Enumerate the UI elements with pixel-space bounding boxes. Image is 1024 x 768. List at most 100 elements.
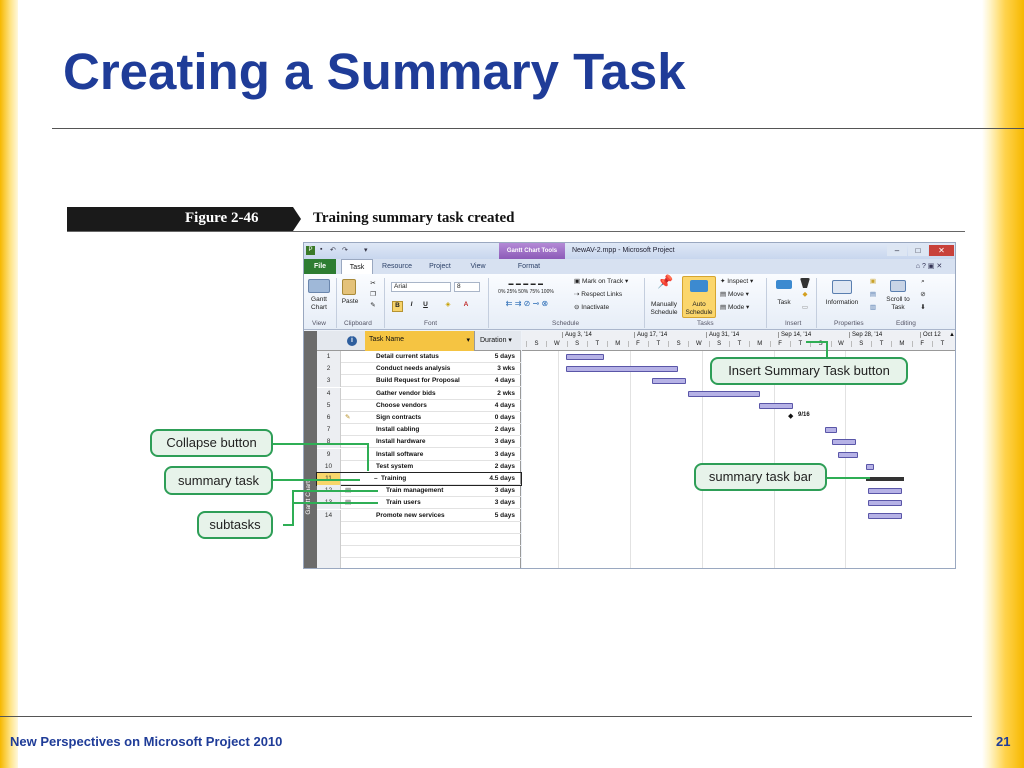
tab-task[interactable]: Task — [341, 259, 373, 274]
underline-button[interactable]: U — [423, 301, 428, 308]
duration-cell[interactable]: 4 days — [494, 377, 515, 385]
deliverable-icon[interactable]: ▭ — [801, 304, 809, 311]
task-bar[interactable] — [868, 512, 902, 519]
bold-button[interactable]: B — [392, 301, 403, 312]
task-bar[interactable] — [868, 500, 902, 507]
empty-row[interactable] — [317, 558, 521, 568]
inactivate-button[interactable]: ⊖ Inactivate — [574, 304, 610, 311]
task-name-cell[interactable]: Choose vendors — [376, 401, 427, 409]
font-size-select[interactable]: 8 — [454, 282, 480, 292]
italic-button[interactable]: I — [410, 301, 413, 308]
task-name-cell[interactable]: Gather vendor bids — [376, 389, 436, 397]
scroll-to-task-button[interactable]: Scroll to Task — [886, 296, 910, 311]
notes-icon[interactable]: ▣ — [869, 278, 877, 285]
clear-icon[interactable]: ⊘ — [920, 291, 926, 298]
empty-row[interactable] — [317, 546, 521, 559]
customize-icon[interactable]: ▾ — [364, 247, 368, 254]
task-bar[interactable] — [652, 378, 686, 385]
highlight-icon[interactable]: ◈ — [445, 301, 451, 308]
font-color-icon[interactable]: A — [463, 301, 469, 308]
task-name-cell[interactable]: Install software — [376, 450, 424, 458]
duration-cell[interactable]: 3 days — [494, 438, 515, 446]
font-name-select[interactable]: Arial — [391, 282, 451, 292]
find-icon[interactable]: ⌕ — [921, 278, 925, 285]
fill-icon[interactable]: ⬇ — [920, 304, 926, 311]
manually-schedule-button[interactable]: Manually Schedule — [650, 301, 678, 316]
task-name-cell[interactable]: Conduct needs analysis — [376, 365, 451, 373]
paste-button[interactable]: Paste — [341, 298, 359, 305]
task-name-cell[interactable]: Test system — [376, 462, 414, 470]
task-name-cell[interactable]: Training — [381, 475, 407, 482]
duration-cell[interactable]: 0 days — [494, 414, 515, 421]
task-name-cell[interactable]: Promote new services — [376, 511, 445, 519]
task-bar[interactable] — [825, 427, 837, 434]
duration-cell[interactable]: 3 days — [494, 487, 515, 495]
duration-cell[interactable]: 5 days — [494, 353, 515, 360]
maximize-icon[interactable]: □ — [908, 245, 928, 256]
task-bar[interactable] — [566, 354, 604, 360]
save-icon[interactable]: ▪ — [320, 246, 323, 253]
inspect-button[interactable]: ✦ Inspect ▾ — [720, 278, 754, 285]
task-bar[interactable] — [832, 439, 856, 446]
empty-row[interactable] — [317, 534, 521, 546]
duration-cell[interactable]: 3 wks — [497, 365, 515, 373]
collapse-icon[interactable]: – — [374, 475, 378, 482]
milestone-icon[interactable]: ◆ — [788, 413, 794, 420]
tab-file[interactable]: File — [304, 259, 336, 274]
respect-links-button[interactable]: ⇢ Respect Links — [574, 291, 623, 298]
duration-cell[interactable]: 3 days — [494, 450, 515, 458]
task-bar[interactable] — [838, 451, 858, 458]
tab-resource[interactable]: Resource — [382, 263, 412, 270]
auto-schedule-button[interactable]: Auto Schedule — [685, 301, 713, 316]
percent-complete-icons[interactable]: ▬ ▬ ▬ ▬ ▬ — [508, 281, 544, 287]
indent-link-icons[interactable]: ⇇ ⇉ ⊘ ⊸ ⊗ — [505, 299, 549, 308]
summary-bar[interactable] — [866, 477, 904, 481]
task-name-cell[interactable]: Detail current status — [376, 353, 439, 360]
task-bar[interactable] — [866, 463, 874, 470]
format-painter-icon[interactable]: ✎ — [370, 302, 376, 309]
mark-on-track-button[interactable]: ▣ Mark on Track ▾ — [574, 278, 629, 285]
undo-icon[interactable]: ↶ — [330, 247, 336, 254]
info-column-icon[interactable]: i — [347, 336, 357, 346]
task-name-cell[interactable]: Install cabling — [376, 426, 420, 434]
task-name-cell[interactable]: Train management — [386, 487, 444, 495]
view-bar[interactable]: Gantt Chart — [304, 331, 317, 568]
empty-row[interactable] — [317, 521, 521, 534]
duration-cell[interactable]: 4 days — [494, 401, 515, 409]
duration-cell[interactable]: 3 days — [494, 499, 515, 507]
duration-cell[interactable]: 2 days — [494, 462, 515, 470]
copy-icon[interactable]: ❐ — [370, 291, 376, 298]
tab-view[interactable]: View — [470, 263, 486, 270]
minimize-icon[interactable]: – — [887, 245, 907, 256]
redo-icon[interactable]: ↷ — [342, 247, 348, 254]
milestone-icon[interactable]: ◆ — [802, 291, 808, 298]
duration-cell[interactable]: 4.5 days — [489, 475, 515, 482]
duration-header[interactable]: Duration ▾ — [480, 337, 512, 344]
information-button[interactable]: Information — [825, 299, 859, 306]
mode-button[interactable]: ▤ Mode ▾ — [720, 304, 750, 311]
insert-summary-task-icon[interactable] — [800, 278, 810, 288]
tab-format[interactable]: Format — [517, 263, 541, 270]
duration-cell[interactable]: 2 wks — [497, 389, 515, 397]
task-bar[interactable] — [868, 488, 902, 495]
task-bar[interactable] — [759, 402, 793, 409]
task-name-header[interactable]: Task Name▾ — [365, 331, 475, 351]
cut-icon[interactable]: ✂ — [370, 280, 376, 287]
gantt-chart-button[interactable]: Gantt Chart — [311, 296, 327, 311]
close-icon[interactable]: ✕ — [929, 245, 954, 256]
add-to-timeline-icon[interactable]: ▥ — [869, 304, 877, 311]
move-button[interactable]: ▤ Move ▾ — [720, 291, 749, 298]
task-name-cell[interactable]: Install hardware — [376, 438, 426, 446]
details-icon[interactable]: ▤ — [869, 291, 877, 298]
task-name-cell[interactable]: Build Request for Proposal — [376, 377, 460, 385]
